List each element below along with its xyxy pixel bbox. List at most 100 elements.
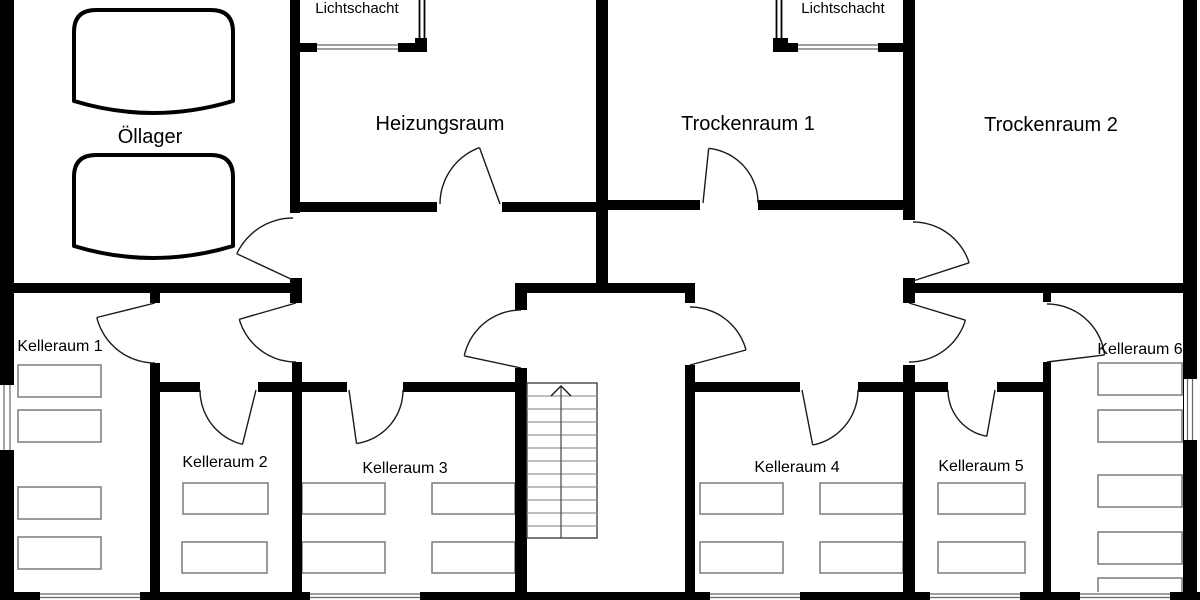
wall-heizungsraum-south-a xyxy=(300,202,437,212)
lobby-right-door xyxy=(908,302,967,363)
shelf xyxy=(301,482,386,515)
wall-lower xyxy=(858,382,903,392)
kelleraum6-door xyxy=(1046,303,1106,363)
stair-treads xyxy=(527,395,597,527)
oil-tanks xyxy=(72,8,235,260)
wall-stairs-west xyxy=(515,368,527,600)
window xyxy=(930,592,1020,600)
oellager-door xyxy=(236,217,294,281)
stairs-up-arrow-icon xyxy=(550,385,572,397)
shelf xyxy=(182,482,269,515)
wall-bottom-exterior xyxy=(0,592,1200,600)
heizungsraum-door xyxy=(439,146,501,205)
kelleraum3-door xyxy=(348,389,404,445)
shelf xyxy=(431,541,516,574)
label-heizungsraum: Heizungsraum xyxy=(376,113,505,135)
wall-trockenraum1-trockenraum2 xyxy=(903,0,915,220)
window xyxy=(0,385,14,450)
wall-passage-tab xyxy=(685,283,695,303)
wall-trockenraum1-south-a xyxy=(608,200,700,210)
lobby-left-door xyxy=(238,302,297,363)
shelf xyxy=(181,541,268,574)
shelves xyxy=(17,362,1183,599)
wall-heizungsraum-west xyxy=(290,0,300,213)
label-lichtschacht-2: Lichtschacht xyxy=(801,0,885,17)
shelf xyxy=(1097,531,1183,565)
shelf xyxy=(819,541,904,574)
window xyxy=(317,43,398,52)
wall-left-exterior xyxy=(0,0,14,600)
wall-kelleraum1-tab xyxy=(150,283,160,303)
wall-corridor-south-mid xyxy=(517,283,685,293)
wall-lobby-right-block xyxy=(903,278,915,303)
label-kelleraum-5: Kelleraum 5 xyxy=(938,458,1023,475)
wall-kelleraum4-west xyxy=(685,365,695,600)
shelf xyxy=(1097,362,1183,396)
wall-lower xyxy=(695,382,800,392)
kelleraum1-door xyxy=(96,302,156,364)
window xyxy=(40,592,140,600)
label-trockenraum-2: Trockenraum 2 xyxy=(984,114,1118,136)
shelf xyxy=(937,541,1026,574)
shelf xyxy=(699,482,784,515)
staircase xyxy=(526,382,598,539)
shelf xyxy=(17,364,102,398)
oil-tank xyxy=(72,8,235,115)
wall-kelleraum4-east xyxy=(903,365,915,600)
shelf xyxy=(1097,474,1183,508)
label-kelleraum-3: Kelleraum 3 xyxy=(362,460,447,477)
wall-lower xyxy=(158,382,200,392)
label-oellager: Öllager xyxy=(118,126,183,148)
label-kelleraum-1: Kelleraum 1 xyxy=(17,338,102,355)
wall-lobby-left-block xyxy=(290,278,302,303)
window xyxy=(1184,379,1197,440)
trockenraum2-door xyxy=(912,221,970,282)
windows xyxy=(0,43,1197,600)
window xyxy=(1080,592,1170,600)
kelleraum2-door xyxy=(199,389,257,445)
label-kelleraum-6: Kelleraum 6 xyxy=(1097,341,1182,358)
wall-lower xyxy=(915,382,948,392)
window xyxy=(310,592,420,600)
wall-kelleraum6-tab xyxy=(1043,283,1051,302)
shelf xyxy=(17,409,102,443)
wall-kelleraum2-east xyxy=(292,362,302,600)
shelf xyxy=(17,486,102,520)
stairs-door xyxy=(463,309,522,369)
wall-lower xyxy=(997,382,1043,392)
wall-stairs-tab xyxy=(515,283,527,310)
wall-lower xyxy=(302,382,347,392)
wall-trockenraum1-south-b xyxy=(758,200,903,210)
shelf xyxy=(301,541,386,574)
kelleraum4-door xyxy=(801,389,859,446)
wall-heizungsraum-trockenraum1 xyxy=(596,0,608,292)
oil-tank xyxy=(72,153,235,260)
wall-heizungsraum-south-b xyxy=(502,202,596,212)
shelf xyxy=(699,541,784,574)
shelf xyxy=(1097,409,1183,443)
kelleraum5-door xyxy=(947,389,996,437)
lichtschacht2-corner-block xyxy=(773,38,788,52)
window xyxy=(710,592,800,600)
doors xyxy=(96,146,1106,446)
wall-lower xyxy=(403,382,515,392)
window xyxy=(798,43,878,52)
lichtschacht-outlines xyxy=(418,0,783,38)
shelf xyxy=(17,536,102,570)
shelf xyxy=(819,482,904,515)
shelf xyxy=(937,482,1026,515)
wall-kelleraum1-east xyxy=(150,363,160,600)
trockenraum1-door xyxy=(702,147,759,204)
room-labels: Lichtschacht Lichtschacht Öllager Heizun… xyxy=(17,0,1182,477)
wall-right-exterior xyxy=(1183,0,1197,600)
passage-door xyxy=(689,306,747,366)
wall-kelleraum6-west xyxy=(1043,362,1051,600)
shelf xyxy=(431,482,516,515)
label-trockenraum-1: Trockenraum 1 xyxy=(681,113,815,135)
lichtschacht1-corner-block xyxy=(415,38,427,52)
label-kelleraum-4: Kelleraum 4 xyxy=(754,459,839,476)
label-kelleraum-2: Kelleraum 2 xyxy=(182,454,267,471)
